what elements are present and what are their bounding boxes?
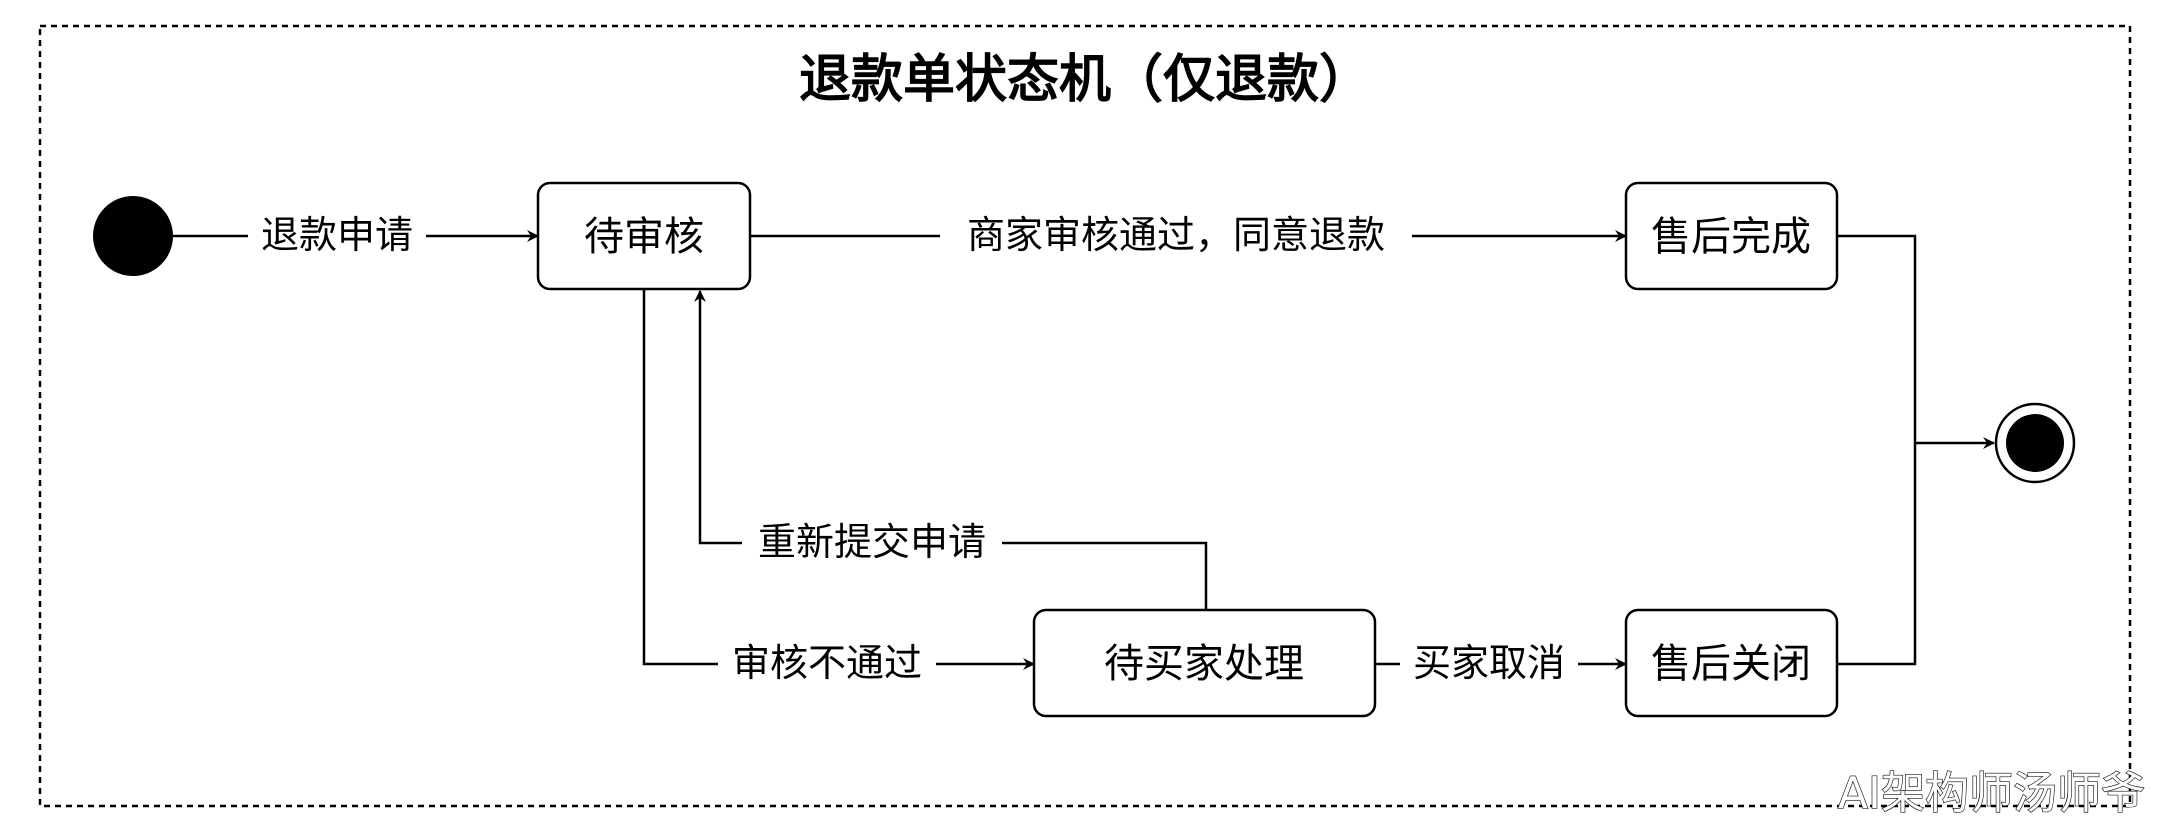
state-closed: 售后关闭: [1624, 608, 1839, 718]
initial-state-node: [93, 196, 173, 276]
edge-closed-to-final: [1837, 443, 1917, 666]
state-completed: 售后完成: [1624, 181, 1839, 291]
diagram-title: 退款单状态机（仅退款）: [799, 50, 1371, 110]
state-awaiting-buyer: 待买家处理: [1032, 608, 1377, 718]
final-state-node-inner: [2006, 414, 2064, 472]
state-pending-review: 待审核: [536, 181, 752, 291]
edge-completed-to-final: [1837, 234, 1917, 443]
transition-label-review-rejected: 审核不通过: [732, 641, 922, 685]
transition-label-apply-refund: 退款申请: [261, 213, 413, 257]
state-label-awaiting-buyer: 待买家处理: [1104, 641, 1304, 687]
edge-review-rejected: [642, 289, 1035, 670]
state-label-completed: 售后完成: [1651, 214, 1811, 260]
transition-label-buyer-cancel: 买家取消: [1413, 641, 1565, 685]
state-label-closed: 售后关闭: [1651, 641, 1811, 687]
transition-label-resubmit: 重新提交申请: [758, 520, 986, 564]
diagram-frame: [38, 24, 2132, 808]
transition-label-merchant-approve: 商家审核通过，同意退款: [967, 213, 1385, 257]
watermark-text: AI架构师汤师爷: [1838, 768, 2145, 819]
state-label-pending-review: 待审核: [584, 214, 704, 260]
